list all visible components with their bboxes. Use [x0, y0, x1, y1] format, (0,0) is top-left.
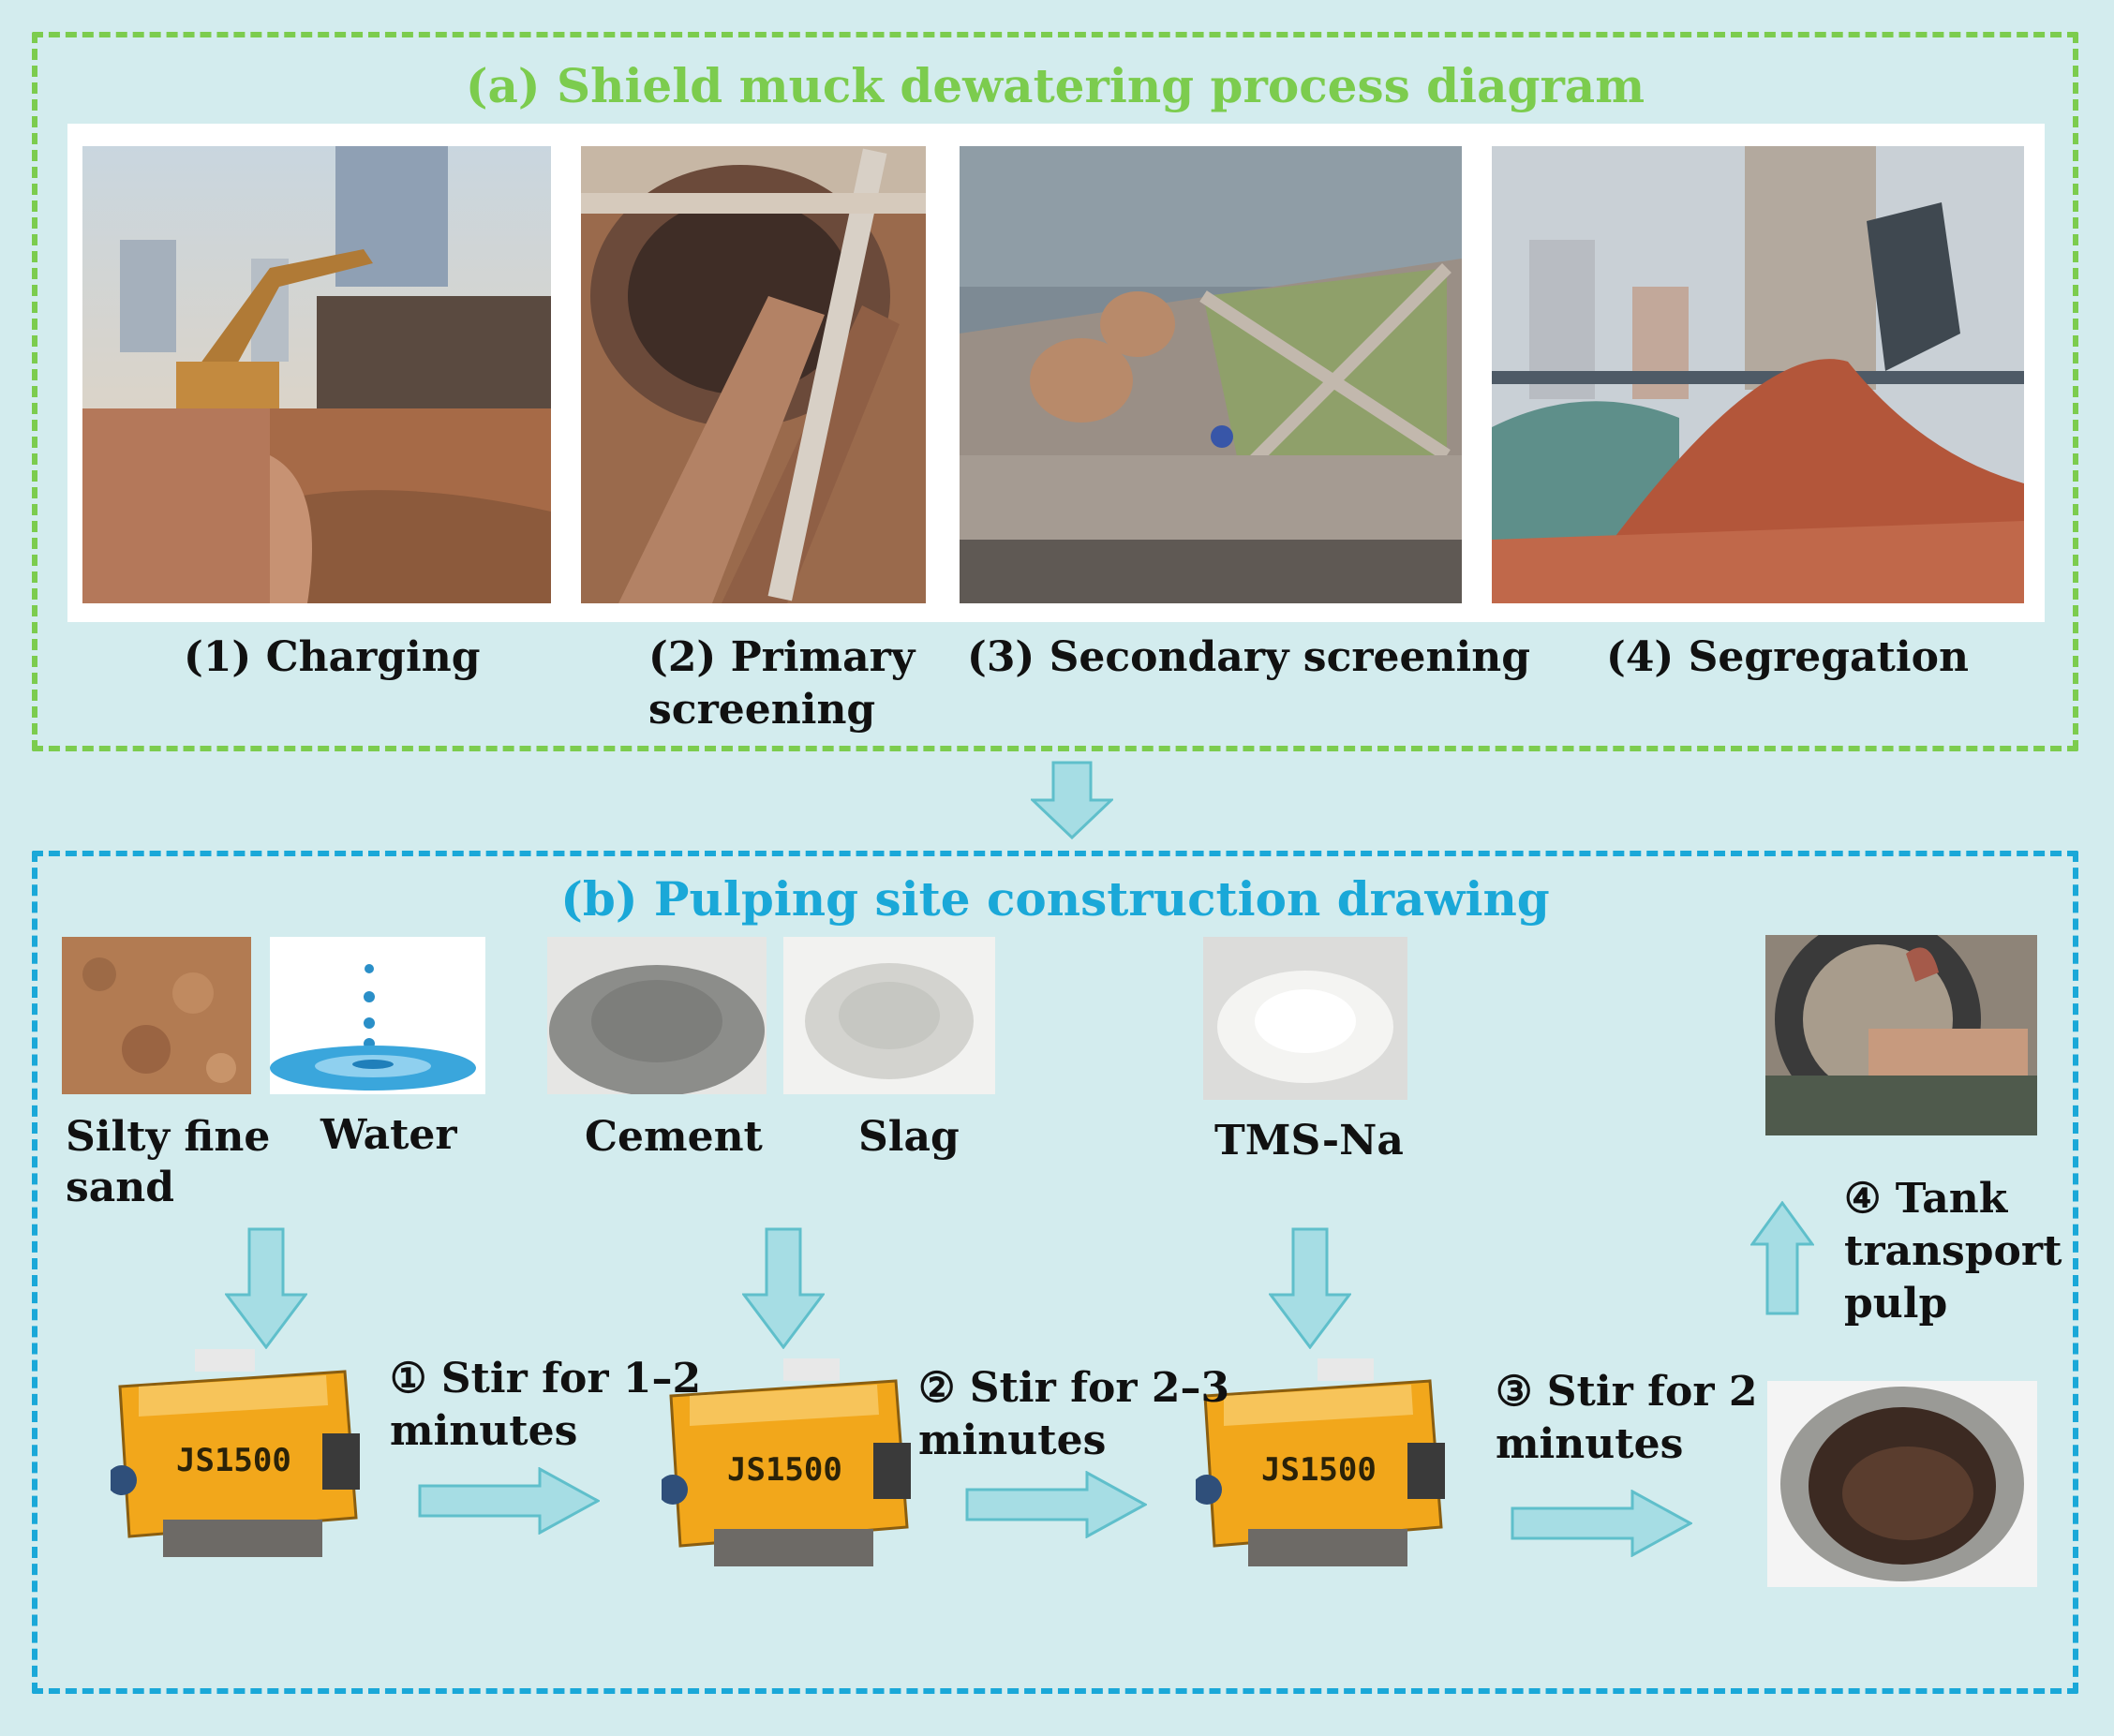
tms-na-label: TMS-Na: [1214, 1117, 1404, 1165]
stir-step-2-line2: minutes: [918, 1417, 1107, 1464]
down-arrow-icon: [1031, 761, 1113, 839]
tank-transport-photo: [1765, 935, 2037, 1135]
mixer-model-label: JS1500: [176, 1442, 291, 1479]
stir-step-2-line1: ② Stir for 2–3: [918, 1364, 1230, 1412]
step-secondary-screening-label: (3) Secondary screening: [967, 633, 1531, 681]
panel-a-title: (a) Shield muck dewatering process diagr…: [465, 58, 1645, 113]
mixer-machine-2: JS1500: [658, 1358, 915, 1587]
silty-fine-sand-label-line2: sand: [66, 1164, 175, 1211]
mixer-machine-3: JS1500: [1192, 1358, 1449, 1587]
segregation-photo: [1492, 146, 2024, 603]
photo-strip: [67, 124, 2045, 622]
cement-label: Cement: [585, 1113, 763, 1161]
right-arrow-icon: [965, 1471, 1147, 1538]
step-primary-screening-label-line2: screening: [648, 686, 876, 734]
stir-step-3-line1: ③ Stir for 2: [1496, 1368, 1758, 1416]
mixer-model-label: JS1500: [727, 1451, 842, 1489]
right-arrow-icon: [418, 1467, 600, 1535]
transport-label-line1: ④ Tank: [1844, 1175, 2008, 1223]
panel-b-title: (b) Pulping site construction drawing: [560, 871, 1550, 927]
step-segregation-label: (4) Segregation: [1606, 633, 1969, 681]
stir-step-1-line1: ① Stir for 1–2: [390, 1355, 702, 1402]
slag-label: Slag: [858, 1113, 960, 1161]
step-primary-screening-label-line1: (2) Primary: [648, 633, 916, 681]
primary-screening-photo: [581, 146, 926, 603]
up-arrow-icon: [1750, 1201, 1814, 1317]
pulp-tank-photo: [1767, 1381, 2037, 1587]
down-arrow-icon: [742, 1227, 825, 1349]
panel-a-frame: [32, 32, 2078, 751]
stir-step-1-line2: minutes: [390, 1407, 578, 1455]
tms-na-image: [1203, 937, 1407, 1100]
mixer-machine-1: JS1500: [107, 1349, 364, 1578]
slag-image: [783, 937, 995, 1094]
down-arrow-icon: [225, 1227, 307, 1349]
panel-b-frame: [32, 851, 2078, 1694]
silty-fine-sand-image: [62, 937, 251, 1094]
secondary-screening-photo: [960, 146, 1462, 603]
water-image: [270, 937, 485, 1094]
transport-label-line3: pulp: [1844, 1280, 1948, 1328]
step-charging-label: (1) Charging: [184, 633, 481, 681]
stir-step-3-line2: minutes: [1496, 1420, 1684, 1468]
water-label: Water: [320, 1111, 457, 1159]
down-arrow-icon: [1269, 1227, 1351, 1349]
cement-image: [547, 937, 767, 1094]
mixer-model-label: JS1500: [1261, 1451, 1377, 1489]
silty-fine-sand-label-line1: Silty fine: [66, 1113, 271, 1161]
charging-photo: [82, 146, 551, 603]
transport-label-line2: transport: [1844, 1227, 2062, 1275]
right-arrow-icon: [1511, 1490, 1692, 1557]
